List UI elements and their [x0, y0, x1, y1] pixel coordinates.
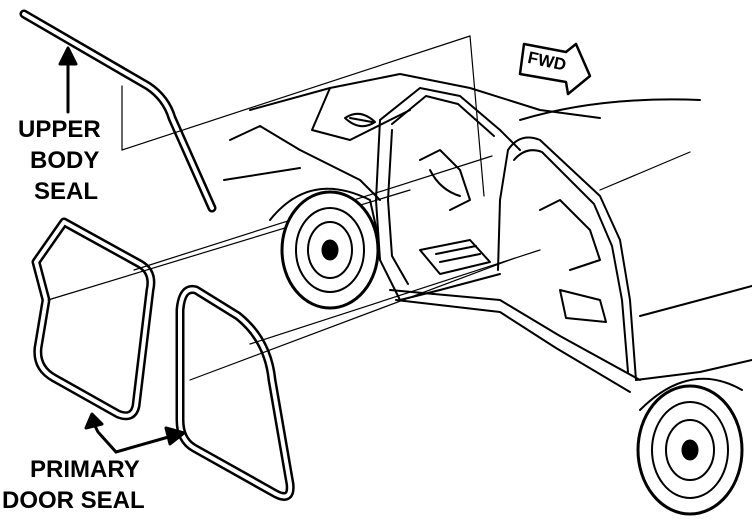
upper-body-seal-label-line2: BODY: [30, 147, 100, 174]
upper-seal-leader-arrow: [58, 46, 78, 114]
rear-wheel: [636, 384, 744, 516]
upper-body-seal-label-line1: UPPER: [18, 116, 101, 143]
projection-lines: [47, 35, 691, 381]
primary-door-seal-label-line1: PRIMARY: [30, 456, 140, 483]
fwd-arrow-icon: [518, 42, 592, 96]
upper-body-seal: [19, 9, 217, 213]
vehicle-body: [223, 73, 752, 411]
upper-body-seal-label-line3: SEAL: [34, 178, 99, 205]
primary-seal-leader-arrows: [84, 412, 186, 454]
rear-door-seal: [175, 284, 295, 501]
front-door-seal: [31, 217, 156, 421]
primary-door-seal-label-line2: DOOR SEAL: [2, 487, 145, 514]
front-wheel: [280, 190, 380, 310]
